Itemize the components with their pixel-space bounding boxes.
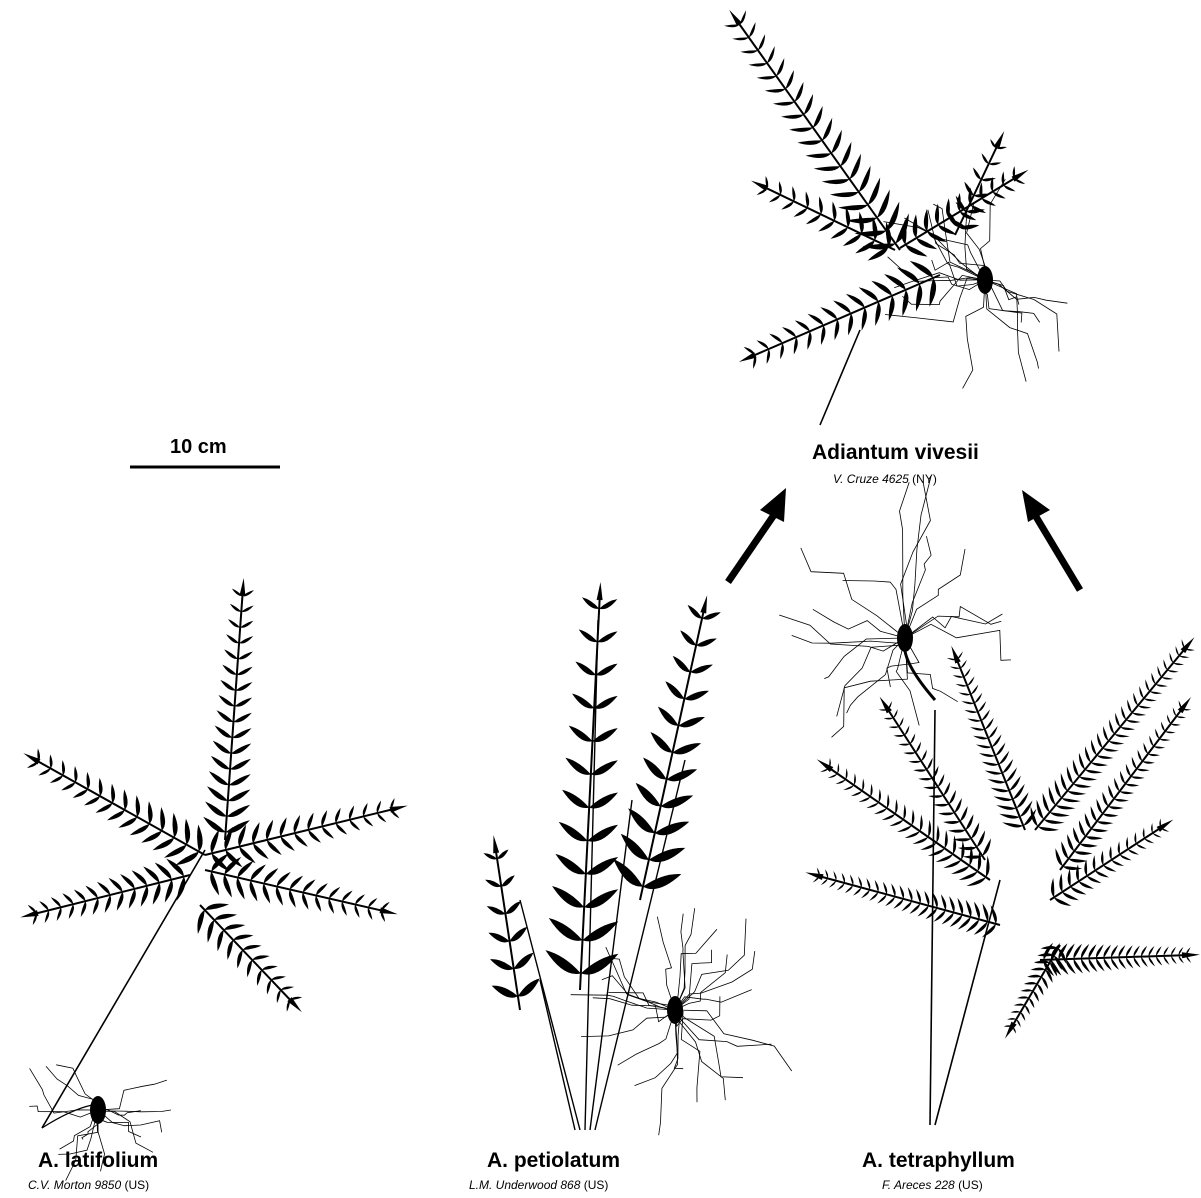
scale-bar-label: 10 cm [170,436,227,459]
voucher-vivesii: V. Cruze 4625 (NY) [833,472,937,486]
fern-silhouette-petiolatum [483,582,791,1135]
voucher-tetraphyllum: F. Areces 228 (US) [882,1178,983,1192]
collector-latifolium: C.V. Morton 9850 [28,1178,121,1192]
fern-silhouette-tetraphyllum [779,477,1200,1126]
species-name-vivesii: Adiantum vivesii [812,441,979,465]
species-name-tetraphyllum: A. tetraphyllum [862,1149,1015,1173]
arrow-petiolatum-to-vivesii [728,488,786,582]
species-name-petiolatum: A. petiolatum [487,1149,620,1173]
species-name-latifolium: A. latifolium [38,1149,158,1173]
collector-petiolatum: L.M. Underwood 868 [469,1178,580,1192]
herbarium-tetraphyllum: (US) [958,1178,983,1192]
fern-silhouette-latifolium [20,578,407,1181]
herbarium-latifolium: (US) [125,1178,150,1192]
voucher-petiolatum: L.M. Underwood 868 (US) [469,1178,608,1192]
herbarium-petiolatum: (US) [584,1178,609,1192]
herbarium-vivesii: (NY) [912,472,937,486]
fern-silhouette-vivesii [724,10,1067,425]
collector-vivesii: V. Cruze 4625 [833,472,909,486]
arrow-tetraphyllum-to-vivesii [1022,490,1080,590]
voucher-latifolium: C.V. Morton 9850 (US) [28,1178,149,1192]
collector-tetraphyllum: F. Areces 228 [882,1178,955,1192]
